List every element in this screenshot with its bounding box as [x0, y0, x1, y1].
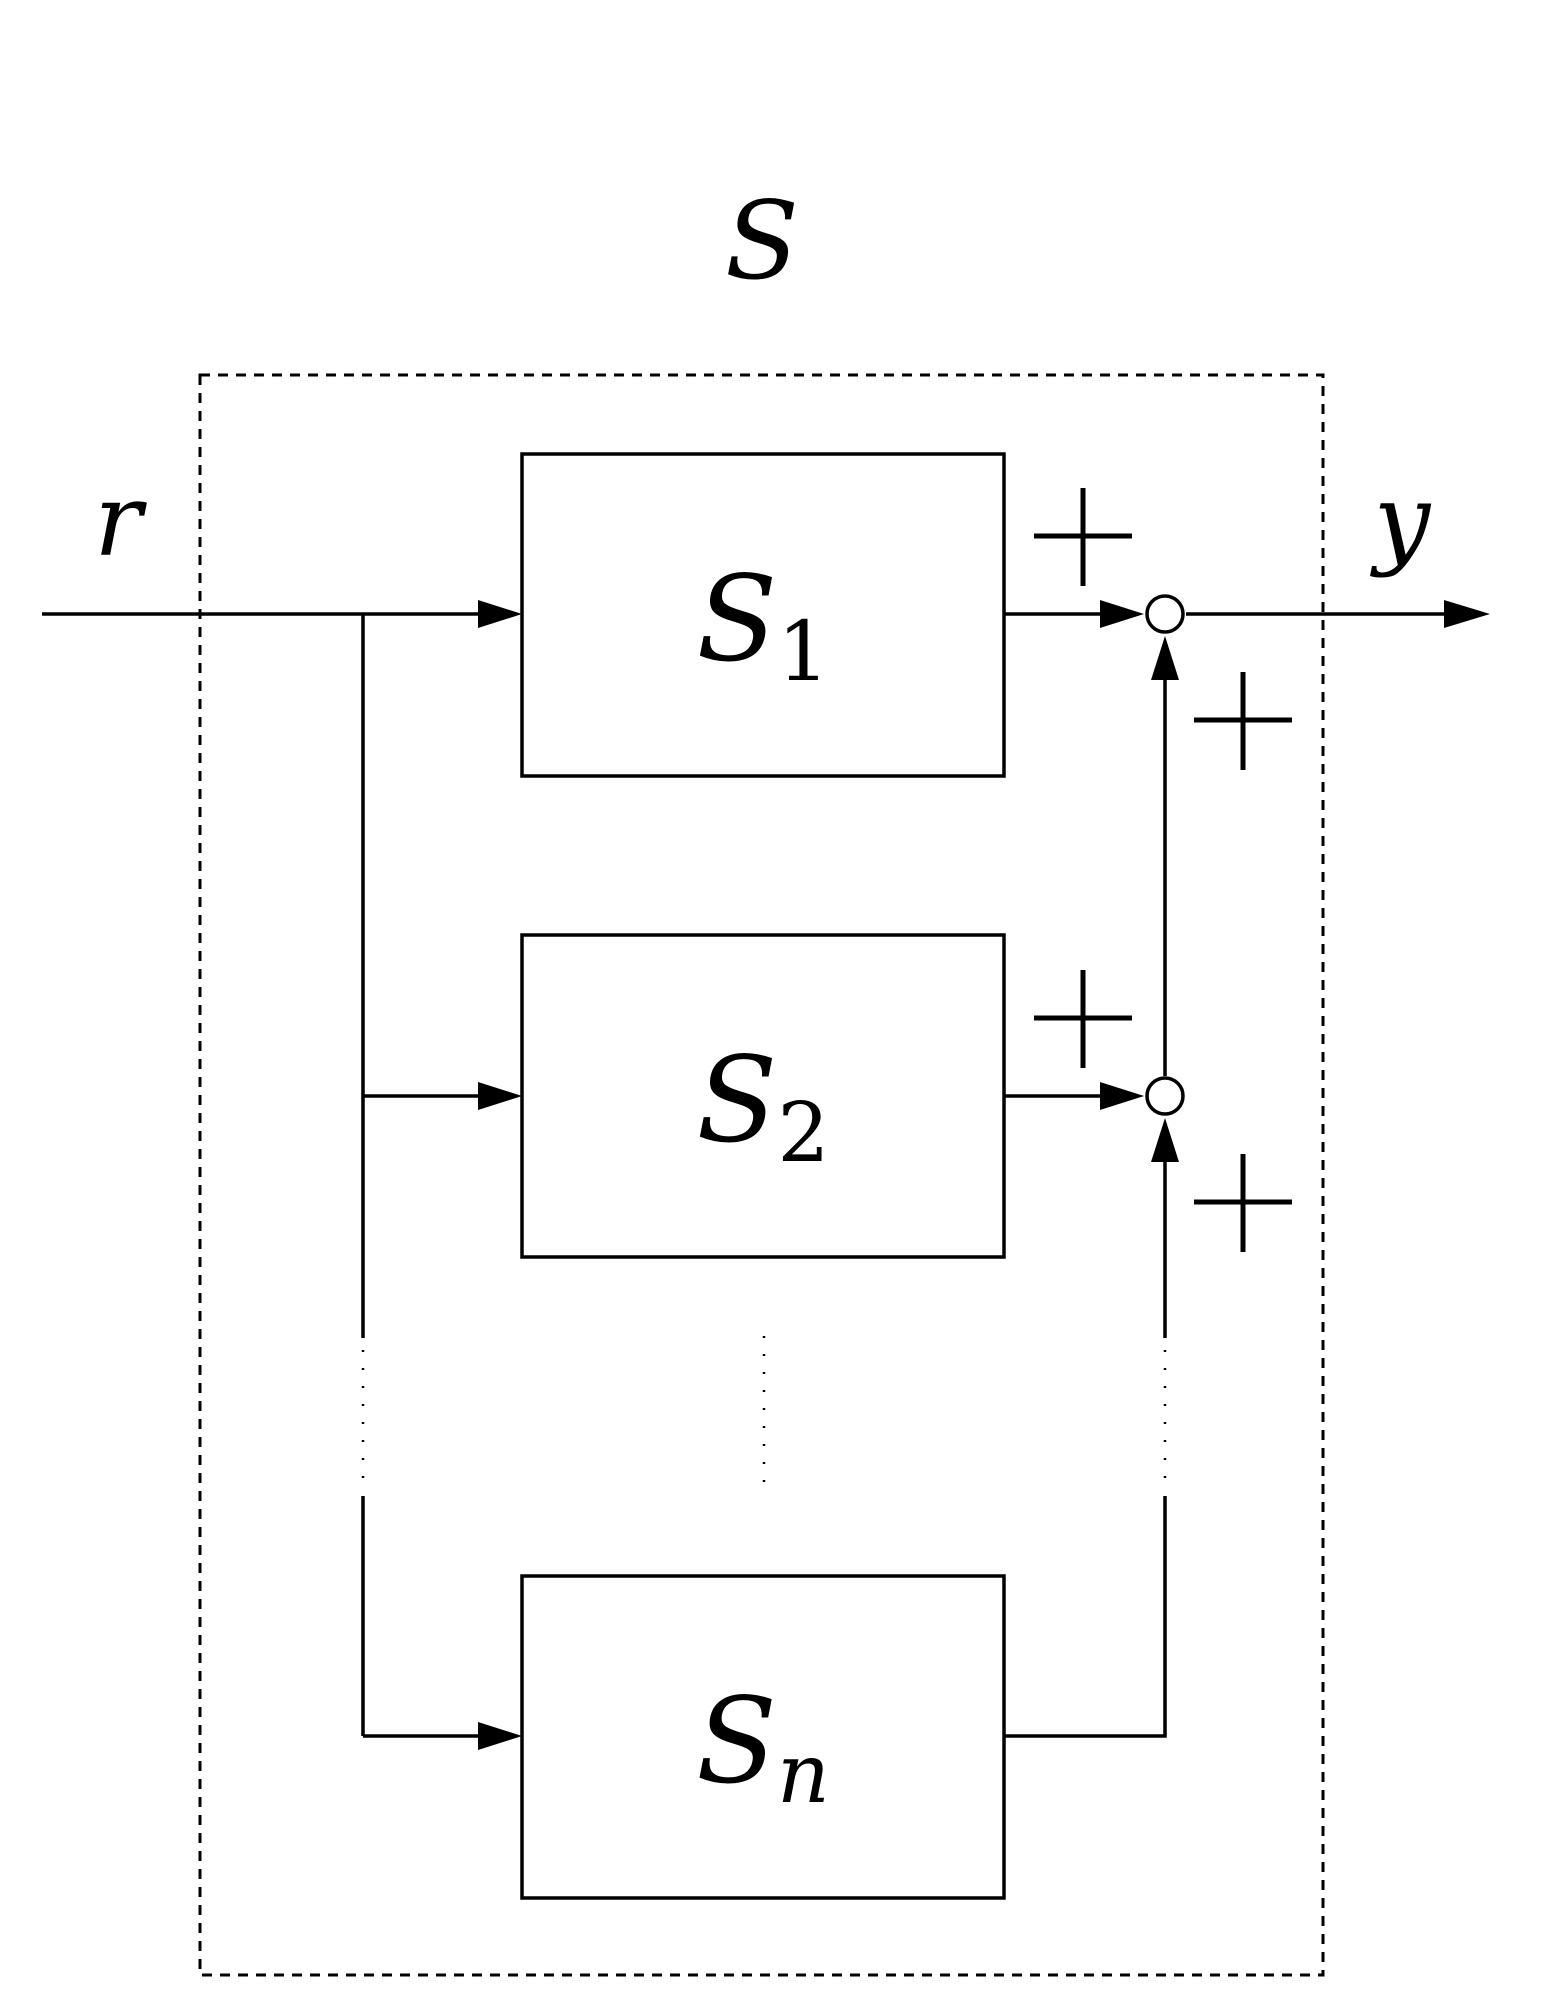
block-s1-box: [520, 452, 1006, 778]
output-label: y: [1370, 462, 1432, 579]
arrow-to-s1: [478, 600, 522, 628]
block-s2-box: [520, 933, 1006, 1259]
arrow-to-junction-2: [1100, 1082, 1144, 1110]
plus-sign-s1-input: [1034, 488, 1132, 586]
arrow-up-to-junction-2: [1151, 1118, 1179, 1162]
arrow-to-s2: [478, 1082, 522, 1110]
output-arrow: [1444, 600, 1490, 628]
block-s2-label: S2: [696, 1031, 829, 1181]
block-s2: S2: [520, 933, 1006, 1259]
block-sn: Sn: [520, 1574, 1006, 1900]
plus-sign-junction-1-lower: [1194, 672, 1292, 770]
summing-junction-1: [1145, 594, 1185, 634]
arrow-up-to-junction-1: [1151, 636, 1179, 680]
arrow-to-junction-1: [1100, 600, 1144, 628]
input-label: r: [94, 462, 147, 579]
arrow-to-sn: [478, 1722, 522, 1750]
plus-sign-junction-2-lower: [1194, 1154, 1292, 1252]
block-s1: S1: [520, 452, 1006, 778]
system-boundary: [198, 373, 1325, 1977]
plus-sign-s2-input: [1034, 970, 1132, 1068]
block-s1-label: S1: [696, 550, 829, 700]
block-sn-label: Sn: [696, 1672, 830, 1822]
sn-output-line: [1004, 1496, 1167, 1738]
system-label: S: [725, 179, 799, 304]
summing-junction-2: [1145, 1076, 1185, 1116]
